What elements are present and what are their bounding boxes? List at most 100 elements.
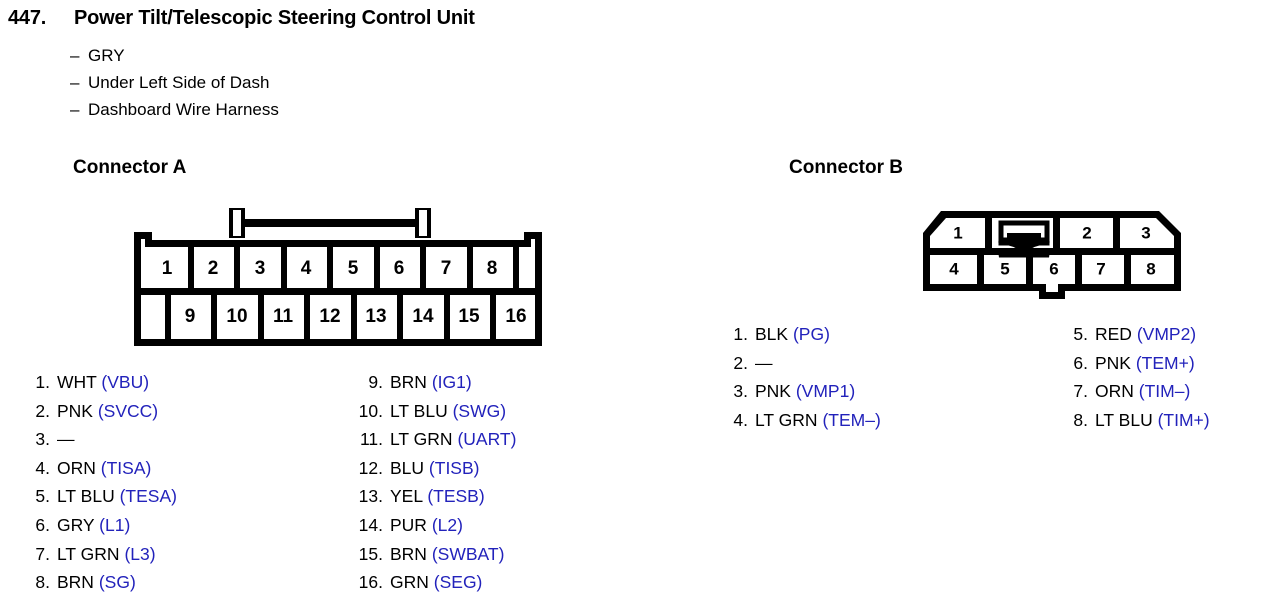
pin-index: 3. [733, 381, 748, 402]
pin-cell-7: 7 [1096, 259, 1105, 278]
pin-signal-code: (TESB) [427, 486, 485, 507]
pin-wire-color: GRN [390, 572, 429, 593]
pin-cell-8: 8 [487, 258, 498, 279]
pin-signal-code: (SWBAT) [431, 543, 505, 564]
pin-row: 3.PNK (VMP1) [730, 377, 881, 406]
pin-index: 4. [733, 409, 748, 430]
pin-row: 8.LT BLU (TIM+) [1070, 406, 1210, 435]
pin-signal-code: (TESA) [119, 486, 177, 507]
pin-signal-code: (VMP2) [1136, 324, 1197, 344]
pin-signal-code: (IG1) [431, 372, 472, 392]
pin-row: 2.PNK (SVCC) [20, 397, 177, 426]
pin-row: 7.ORN (TIM–) [1070, 377, 1210, 406]
pin-row: 8. BRN (SG) [20, 568, 177, 597]
pin-cell-8: 8 [1146, 259, 1155, 278]
pin-signal-code: (PG) [792, 324, 830, 344]
pin-wire-color: LT BLU [390, 400, 448, 421]
pin-wire-color: YEL [390, 486, 423, 507]
pin-wire-color: LT GRN [755, 409, 818, 430]
pin-signal-code: (SWG) [452, 400, 507, 421]
pin-index: 4. [35, 457, 50, 478]
pin-wire-color: LT GRN [390, 429, 453, 450]
pin-signal-code: (L3) [124, 543, 156, 564]
pin-wire-color: BRN [390, 543, 427, 564]
pin-cell-4: 4 [301, 258, 312, 279]
bullet-dash: – [70, 100, 80, 119]
pin-signal-code: (VMP1) [795, 381, 856, 402]
detail-item-color: –GRY [70, 42, 279, 69]
pin-index: 6. [35, 514, 50, 535]
pin-wire-color: ORN [1095, 381, 1134, 402]
connector-b-heading: Connector B [789, 157, 903, 178]
detail-item-harness: –Dashboard Wire Harness [70, 96, 279, 123]
connector-b-blocked-cell-icon [998, 220, 1050, 258]
pin-cell-2: 2 [208, 258, 219, 279]
pin-signal-code: (TISB) [428, 457, 480, 478]
pin-index: 8. [35, 572, 50, 593]
connector-a-latch-bridge [229, 208, 431, 238]
section-number: 447. [8, 7, 47, 29]
pin-index: 9. [368, 372, 383, 392]
pin-cell-13: 13 [365, 306, 386, 327]
pin-row: 4. LT GRN (TEM–) [730, 406, 881, 435]
pin-index: 7. [35, 543, 50, 564]
pin-row: 1.BLK (PG) [730, 320, 881, 349]
pin-index: 8. [1073, 409, 1088, 430]
pin-row: 5. LT BLU (TESA) [20, 482, 177, 511]
detail-item-label: GRY [88, 46, 125, 65]
pin-wire-color: ORN [57, 457, 96, 478]
pin-cell-9: 9 [185, 306, 196, 327]
pin-signal-code: (L1) [99, 514, 131, 535]
pin-row: 6.PNK (TEM+) [1070, 349, 1210, 378]
pin-cell-16: 16 [505, 306, 526, 327]
pin-cell-4: 4 [949, 259, 959, 278]
pin-cell-15: 15 [458, 306, 480, 327]
bullet-dash: – [70, 73, 80, 92]
connector-b-bottom-numbers: 4 5 6 7 8 [949, 259, 1155, 278]
pin-signal-code: (SG) [98, 572, 136, 593]
pin-signal-code: (SVCC) [97, 400, 159, 421]
pin-index: 1. [733, 324, 748, 344]
pin-row: 9. BRN (IG1) [353, 368, 516, 397]
connector-b-pinlist-left: 1.BLK (PG) 2. — 3.PNK (VMP1) 4. LT GRN (TE… [730, 320, 881, 435]
connector-b-top-numbers: 1 2 3 [953, 223, 1150, 242]
pin-signal-code: (TIM+) [1157, 409, 1210, 430]
pin-row: 7.LT GRN (L3) [20, 540, 177, 569]
bullet-dash: – [70, 46, 80, 65]
pin-wire-color: — [755, 352, 773, 373]
pin-wire-color: BLU [390, 457, 425, 478]
pin-row: 16.GRN (SEG) [353, 568, 516, 597]
pin-index: 5. [35, 486, 50, 507]
pin-wire-color: WHT [57, 372, 97, 392]
pin-cell-3: 3 [255, 258, 266, 279]
pin-cell-1: 1 [953, 223, 962, 242]
pin-wire-color: PNK [57, 400, 93, 421]
pin-row: 3.— [20, 425, 177, 454]
pin-row: 13.YEL (TESB) [353, 482, 516, 511]
pin-wire-color: LT BLU [57, 486, 115, 507]
pin-cell-5: 5 [348, 258, 359, 279]
connector-b-diagram: 1 2 3 4 5 6 7 8 [919, 207, 1185, 303]
pin-row: 10. LT BLU (SWG) [353, 397, 516, 426]
pin-cell-6: 6 [1049, 259, 1058, 278]
pin-index: 7. [1073, 381, 1088, 402]
pin-signal-code: (UART) [457, 429, 517, 450]
pin-row: 12.BLU (TISB) [353, 454, 516, 483]
pin-index: 2. [733, 352, 748, 373]
connector-b-pinlist-right: 5.RED (VMP2) 6.PNK (TEM+) 7.ORN (TIM–) 8… [1070, 320, 1210, 435]
pin-wire-color: GRY [57, 514, 95, 535]
pin-wire-color: BRN [390, 372, 427, 392]
pin-row: 14.PUR (L2) [353, 511, 516, 540]
pin-signal-code: (TEM–) [822, 409, 881, 430]
pin-row: 6. GRY (L1) [20, 511, 177, 540]
pin-index: 1. [35, 372, 50, 392]
connector-a-bottom-numbers: 9 10 11 12 13 14 15 16 [185, 306, 527, 327]
pin-cell-5: 5 [1000, 259, 1009, 278]
pin-index: 11. [359, 429, 383, 450]
pin-cell-3: 3 [1141, 223, 1150, 242]
pin-index: 10. [358, 400, 383, 421]
pin-index: 5. [1073, 324, 1088, 344]
pin-wire-color: BRN [57, 572, 94, 593]
connector-a-pin-cells [141, 247, 535, 339]
pin-cell-2: 2 [1082, 223, 1091, 242]
